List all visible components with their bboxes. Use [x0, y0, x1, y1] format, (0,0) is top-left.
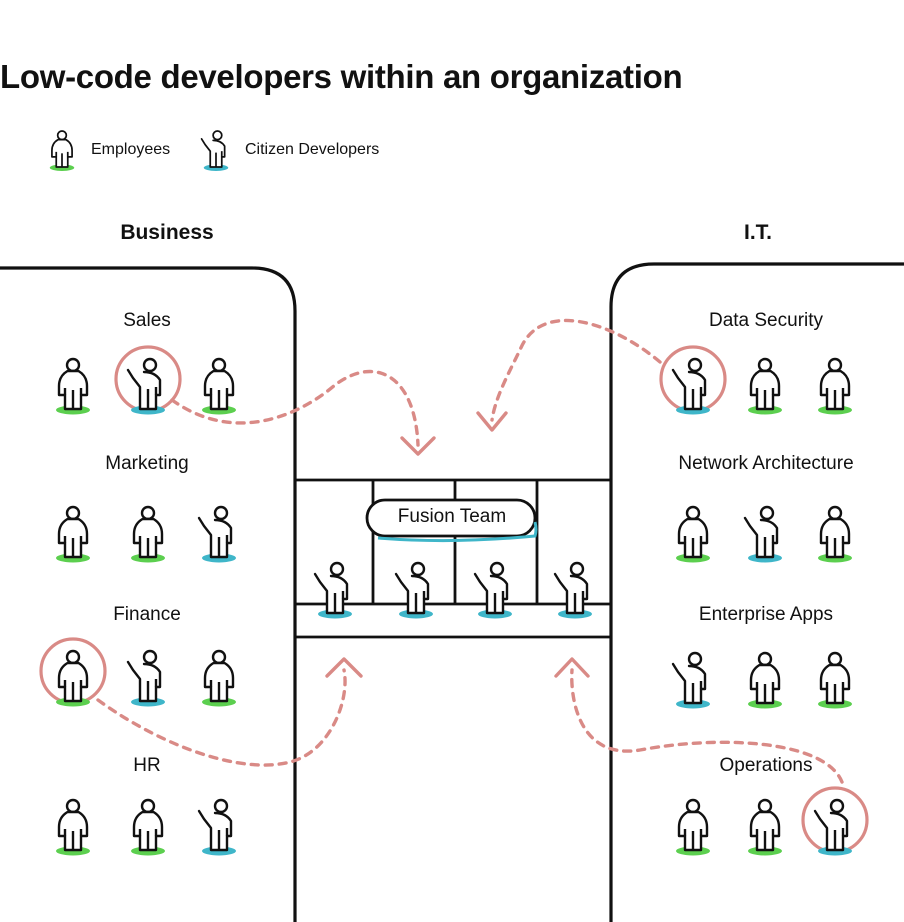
- employee-icon: [749, 651, 781, 705]
- it-operations-person-3: [801, 786, 869, 856]
- fusion-team-member-1: [313, 561, 352, 619]
- citizen-developer-icon: [313, 561, 349, 615]
- employee-icon: [57, 505, 89, 559]
- legend-employees-label: Employees: [91, 141, 171, 158]
- arrow-sales-to-fusion: [170, 369, 420, 447]
- legend-employee-icon-figure: [49, 130, 75, 171]
- it-network-architecture-person-2: [743, 505, 782, 563]
- business-sales-person-1: [56, 357, 90, 415]
- legend-citizen-developer-icon: [200, 130, 229, 171]
- dept-sales-label: Sales: [123, 310, 171, 331]
- it-data-security-person-2: [748, 357, 782, 415]
- employee-icon: [132, 798, 164, 852]
- business-heading: Business: [120, 221, 214, 244]
- citizen-developer-icon: [126, 357, 162, 411]
- arrowheads: [325, 411, 590, 678]
- arrow-operations-to-fusion: [570, 668, 844, 784]
- citizen-developer-icon: [126, 649, 162, 703]
- citizen-developer-icon: [473, 561, 509, 615]
- citizen-developer-icon: [200, 130, 226, 168]
- legend-citizen-developer-icon-figure: [200, 130, 229, 171]
- employee-icon: [677, 798, 709, 852]
- employee-icon: [132, 505, 164, 559]
- it-panel: [609, 262, 904, 922]
- dept-operations-label: Operations: [719, 755, 813, 776]
- it-enterprise-apps-person-3: [818, 651, 852, 709]
- citizen-developer-icon: [197, 505, 233, 559]
- dept-data-security-label: Data Security: [708, 310, 824, 331]
- business-finance-person-2: [126, 649, 165, 707]
- it-data-security-person-3: [818, 357, 852, 415]
- citizen-developer-icon: [394, 561, 430, 615]
- business-panel: [0, 266, 297, 922]
- legend-employee-icon: [49, 130, 75, 171]
- business-finance-person-3: [202, 649, 236, 707]
- citizen-developer-icon: [671, 651, 707, 705]
- citizen-developer-icon: [197, 798, 233, 852]
- citizen-developer-icon: [553, 561, 589, 615]
- fusion-team-pill: [365, 498, 537, 538]
- fusion-team-pill-shadow: [377, 521, 538, 543]
- employee-icon: [51, 130, 73, 168]
- employee-icon: [203, 357, 235, 411]
- dept-network-architecture-label: Network Architecture: [678, 453, 854, 474]
- employee-icon: [819, 651, 851, 705]
- citizen-developer-icon: [813, 798, 849, 852]
- dept-hr-label: HR: [133, 755, 161, 776]
- business-hr-person-3: [197, 798, 236, 856]
- fusion-team-member-2: [394, 561, 433, 619]
- employee-icon: [203, 649, 235, 703]
- employee-icon: [57, 649, 89, 703]
- business-sales-person-3: [202, 357, 236, 415]
- employee-icon: [57, 357, 89, 411]
- business-marketing-person-2: [131, 505, 165, 563]
- fusion-team-member-4: [553, 561, 592, 619]
- it-data-security-person-1: [659, 345, 727, 415]
- page-title: Low-code developers within an organizati…: [0, 58, 683, 95]
- citizen-developer-icon: [671, 357, 707, 411]
- employee-icon: [57, 798, 89, 852]
- employee-icon: [819, 505, 851, 559]
- business-finance-person-1: [39, 637, 107, 707]
- dept-enterprise-apps-label: Enterprise Apps: [698, 604, 834, 625]
- employee-icon: [749, 798, 781, 852]
- fusion-team-label: Fusion Team: [397, 506, 507, 527]
- fusion-team-member-3: [473, 561, 512, 619]
- it-network-architecture-person-1: [676, 505, 710, 563]
- it-enterprise-apps-person-1: [671, 651, 710, 709]
- business-sales-person-2: [114, 345, 182, 415]
- employee-icon: [749, 357, 781, 411]
- business-marketing-person-3: [197, 505, 236, 563]
- citizen-developer-icon: [743, 505, 779, 559]
- it-enterprise-apps-person-2: [748, 651, 782, 709]
- employee-icon: [819, 357, 851, 411]
- it-operations-person-1: [676, 798, 710, 856]
- arrows: [96, 318, 844, 784]
- employee-icon: [677, 505, 709, 559]
- arrow-finance-to-fusion: [96, 668, 347, 767]
- dept-marketing-label: Marketing: [105, 453, 189, 474]
- it-operations-person-2: [748, 798, 782, 856]
- business-marketing-person-1: [56, 505, 90, 563]
- dept-finance-label: Finance: [113, 604, 181, 625]
- business-hr-person-1: [56, 798, 90, 856]
- arrow-security-to-fusion: [490, 318, 662, 422]
- business-hr-person-2: [131, 798, 165, 856]
- legend-citizen-developers-label: Citizen Developers: [245, 141, 380, 158]
- it-heading: I.T.: [743, 221, 773, 244]
- it-network-architecture-person-3: [818, 505, 852, 563]
